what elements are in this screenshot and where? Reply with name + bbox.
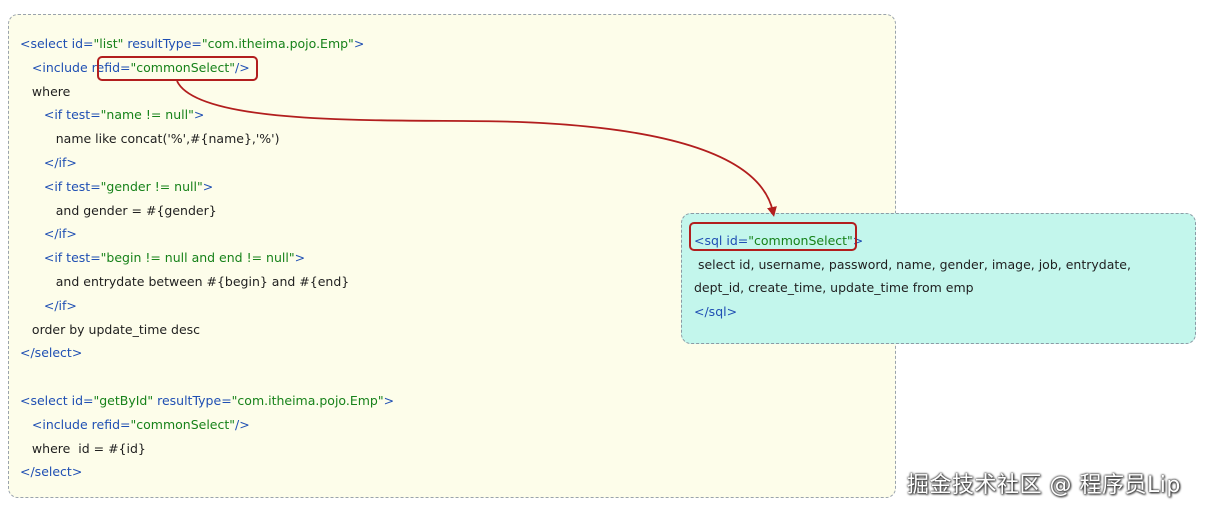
code-line: <select id="list" resultType="com.itheim… <box>20 36 364 52</box>
code-token: "com.itheima.pojo.Emp" <box>231 393 384 408</box>
code-token: "commonSelect" <box>130 59 236 75</box>
code-token: "gender != null" <box>100 178 203 194</box>
code-line: dept_id, create_time, update_time from e… <box>694 280 974 296</box>
code-token: </if> <box>43 155 77 170</box>
code-line: where id = #{id} <box>20 441 146 457</box>
code-line: <sql id="commonSelect"> <box>694 233 863 249</box>
code-token: dept_id, create_time, update_time from e… <box>694 280 974 295</box>
code-token: = <box>83 393 94 408</box>
code-token: = <box>191 36 202 51</box>
code-token: > <box>294 250 306 266</box>
code-token: = <box>83 36 94 51</box>
code-token: = <box>120 416 131 432</box>
code-token: <select <box>20 36 68 51</box>
code-token: > <box>383 393 395 408</box>
code-token: > <box>852 233 864 248</box>
code-token: > <box>202 178 214 194</box>
code-token: resultType <box>153 393 222 408</box>
code-line: <select id="getById" resultType="com.ith… <box>20 393 394 409</box>
code-line: </if> <box>20 155 77 171</box>
sql-id-highlight <box>689 222 857 251</box>
code-token: "com.itheima.pojo.Emp" <box>201 36 354 51</box>
code-token: name like concat('%',#{name},'%') <box>20 131 280 147</box>
code-token: </sql> <box>694 303 738 319</box>
code-token: where id = #{id} <box>20 440 146 456</box>
code-token: </if> <box>43 226 77 242</box>
code-token: "name != null" <box>100 107 194 123</box>
code-token: </if> <box>43 297 77 313</box>
code-line: <if test="name != null"> <box>20 107 204 123</box>
code-token: <include <box>31 416 88 432</box>
code-token: "begin != null and end != null" <box>100 250 295 266</box>
code-token: = <box>120 59 131 75</box>
code-line: and entrydate between #{begin} and #{end… <box>20 274 349 290</box>
code-token: > <box>353 36 365 51</box>
code-token: /> <box>235 416 250 432</box>
code-token: /> <box>235 59 250 75</box>
code-line: <if test="gender != null"> <box>20 179 213 195</box>
include-refid-highlight <box>97 56 258 81</box>
code-token: </select> <box>20 464 83 480</box>
code-token: <if <box>43 250 63 266</box>
code-token: = <box>737 233 749 248</box>
code-token: <if <box>43 178 63 194</box>
code-token: <sql <box>694 233 723 248</box>
code-token: "list" <box>93 36 124 51</box>
code-token: > <box>193 107 205 123</box>
code-token: id <box>67 393 84 408</box>
code-token: and gender = #{gender} <box>20 202 217 218</box>
watermark-text: 掘金技术社区 @ 程序员Lip <box>907 473 1181 498</box>
code-token: = <box>90 178 101 194</box>
code-line: <include refid="commonSelect"/> <box>20 417 250 433</box>
code-line: </select> <box>20 464 82 480</box>
code-line: <include refid="commonSelect"/> <box>20 60 250 76</box>
code-token: "commonSelect" <box>130 416 236 432</box>
code-token: and entrydate between #{begin} and #{end… <box>20 274 350 289</box>
code-line: </if> <box>20 298 77 314</box>
code-line: name like concat('%',#{name},'%') <box>20 131 280 147</box>
code-token: where <box>20 83 71 99</box>
code-token: </select> <box>20 345 83 361</box>
code-token: <include <box>31 59 88 75</box>
code-line: and gender = #{gender} <box>20 203 217 219</box>
code-line: <if test="begin != null and end != null"… <box>20 250 305 266</box>
code-token: <if <box>43 107 63 123</box>
arrow-path <box>176 80 777 217</box>
code-token: = <box>221 393 232 408</box>
code-line: order by update_time desc <box>20 322 200 338</box>
code-line: where <box>20 84 70 100</box>
code-token: "commonSelect" <box>748 233 853 248</box>
code-line: </if> <box>20 226 77 242</box>
code-token: test <box>62 107 91 123</box>
code-line: </select> <box>20 345 82 361</box>
code-token: select id, username, password, name, gen… <box>694 256 1131 272</box>
code-token: id <box>67 36 84 51</box>
code-token: = <box>90 107 101 123</box>
code-token: id <box>722 233 738 248</box>
code-line: </sql> <box>694 304 737 320</box>
sql-fragment-panel <box>681 213 1196 344</box>
code-line: select id, username, password, name, gen… <box>694 257 1131 273</box>
code-token: resultType <box>123 36 192 51</box>
code-token: order by update_time desc <box>20 321 201 337</box>
code-token: test <box>62 178 91 194</box>
code-token: test <box>62 250 91 266</box>
code-token: refid <box>87 416 121 432</box>
code-token: <select <box>20 393 68 408</box>
code-token: = <box>90 250 101 266</box>
code-token: "getById" <box>93 393 154 408</box>
